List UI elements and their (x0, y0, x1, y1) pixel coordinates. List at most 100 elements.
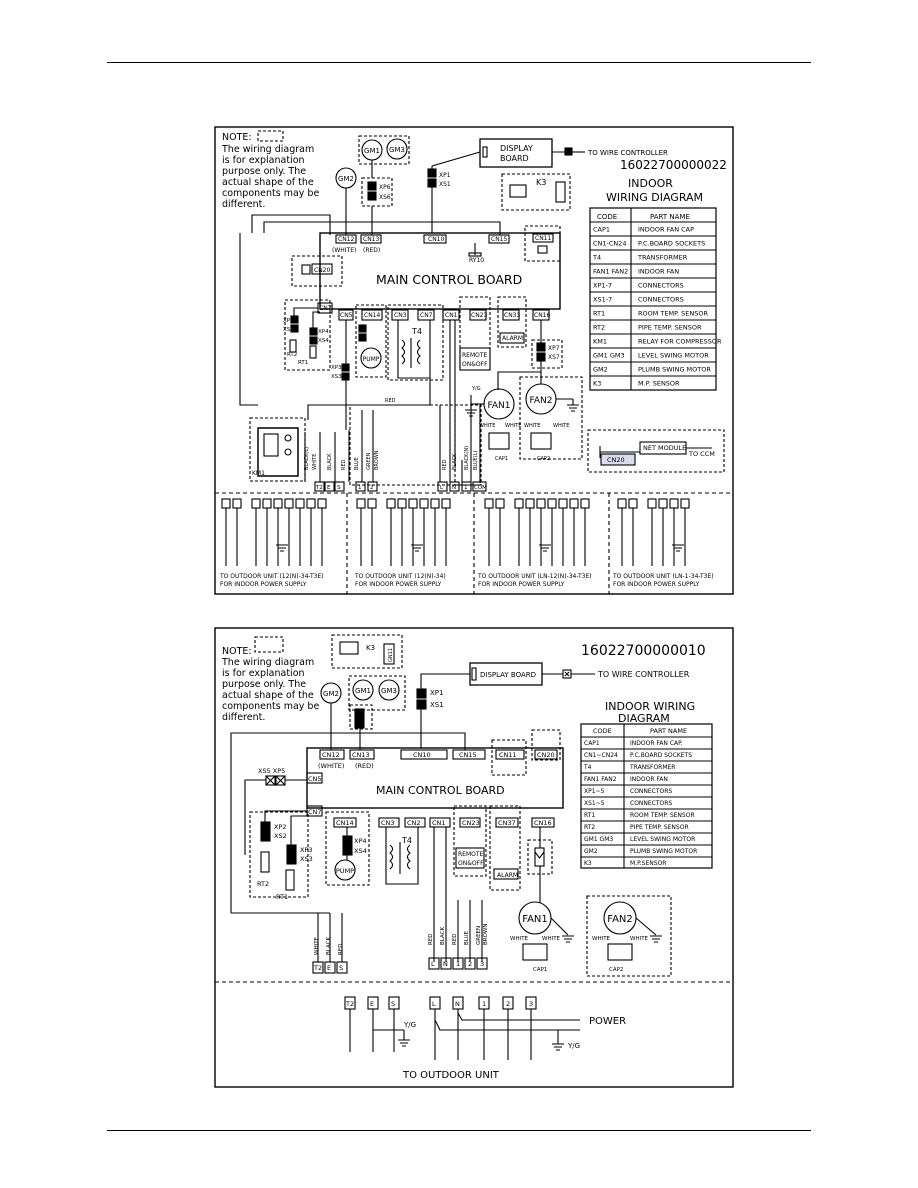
outdoor-terminal (221, 498, 231, 509)
d1-white: WHITE (553, 423, 569, 429)
outdoor-terminal (536, 498, 546, 509)
d1-cn13: CN13 (363, 236, 379, 243)
d1-cap1: CAP1 (495, 456, 508, 462)
d1-terminal: 1 (464, 485, 468, 491)
table-cell-code: XP1-7 (593, 282, 612, 290)
outdoor-terminal (558, 498, 568, 509)
d1-km1-relay (257, 427, 299, 477)
d2-note-line: different. (222, 712, 265, 723)
table-cell-code: RT2 (593, 324, 605, 332)
d2-power: POWER (589, 1016, 626, 1027)
table-cell-code: XP1~5 (584, 788, 605, 795)
d1-display-board (479, 138, 553, 168)
d1-white: WHITE (505, 423, 521, 429)
d1-net-cn20: CN20 (607, 456, 625, 464)
d1-terminal: E (327, 485, 331, 491)
diagram-2-frame (214, 627, 734, 1088)
d2-cn10: CN10 (413, 751, 431, 759)
d2-xp2: XP2 (274, 823, 287, 831)
d2-alarm: ALARM (497, 872, 518, 879)
table-cell-name: RELAY FOR COMPRESSOR (638, 338, 722, 346)
d1-cn5: CN5 (340, 312, 353, 319)
d1-note-line: is for explanation (222, 155, 305, 166)
d2-cap1: CAP1 (533, 967, 547, 973)
d2-terminal: S (339, 964, 343, 972)
d1-cn7-side: CN7 (319, 305, 332, 312)
d2-table-header: CODE (593, 727, 612, 735)
d1-main-board-label: MAIN CONTROL BOARD (376, 272, 522, 287)
d1-rt1: RT1 (298, 360, 308, 366)
d2-table-header: PART NAME (650, 727, 687, 735)
d1-t4: T4 (411, 327, 422, 336)
table-cell-code: XS1~5 (584, 800, 605, 807)
d2-gm3-motor (378, 679, 400, 701)
d2-wire-label: RED (338, 943, 344, 955)
d1-cn33: CN33 (504, 312, 520, 319)
d2-note-line: is for explanation (222, 668, 305, 679)
table-cell-code: XS1-7 (593, 296, 612, 304)
table-cell-code: GM2 (584, 848, 598, 855)
d2-yg: Y/G (403, 1021, 416, 1029)
d1-cn1: CN1 (445, 312, 458, 319)
outdoor-terminal (647, 498, 657, 509)
d1-terminal: T2 (315, 485, 323, 491)
outdoor-terminal (356, 498, 366, 509)
d2-pump: PUMP (336, 867, 354, 875)
d1-part-table: CODE PART NAME (589, 207, 717, 391)
d2-wire-label: GREEN (476, 926, 482, 945)
d1-fan2-label: FAN2 (530, 396, 553, 406)
outdoor-terminal (419, 498, 429, 509)
table-cell-code: RT1 (584, 812, 595, 819)
d1-xp4: XP4 (318, 329, 329, 335)
ground-icon (539, 544, 551, 552)
d1-cn3: CN3 (394, 312, 407, 319)
d1-white: WHITE (524, 423, 540, 429)
d1-outdoor-caption: FOR INDOOR POWER SUPPLY (613, 581, 700, 588)
d1-wire-label: BLACK(L) (304, 447, 310, 470)
d2-white: WHITE (630, 936, 649, 942)
d1-outdoor-caption: FOR INDOOR POWER SUPPLY (220, 581, 307, 588)
table-cell-code: CAP1 (584, 740, 600, 747)
d2-cap2: CAP2 (609, 967, 623, 973)
d2-gm1-label: GM1 (355, 687, 371, 695)
d2-bottom-terminal: 1 (482, 1000, 486, 1008)
outdoor-terminal (397, 498, 407, 509)
outdoor-terminal (547, 498, 557, 509)
outdoor-terminal (525, 498, 535, 509)
diagram-1: NOTE: The wiring diagram is for explanat… (214, 126, 734, 595)
table-cell-code: GM1 GM3 (593, 352, 625, 360)
d1-wire-label: RED (341, 459, 347, 470)
d2-cn7: CN7 (308, 808, 322, 816)
table-cell-name: LEVEL SWING MOTOR (630, 836, 695, 843)
d2-cn15: CN15 (459, 751, 477, 759)
table-cell-code: FAN1 FAN2 (584, 776, 617, 783)
table-cell-code: K3 (584, 860, 592, 867)
d2-cn12: CN12 (322, 751, 340, 759)
d2-xs3: XS3 (300, 855, 313, 863)
d2-cn37: CN37 (498, 819, 516, 827)
d2-gm3-label: GM3 (381, 687, 397, 695)
d2-note-title: NOTE: (222, 646, 252, 657)
d1-gm3-label: GM3 (389, 146, 405, 154)
d2-k3: K3 (366, 644, 375, 652)
d2-cn1: CN1 (432, 819, 446, 827)
d1-cn13-color: (RED) (363, 247, 380, 254)
d2-cn3: CN3 (381, 819, 395, 827)
outdoor-terminal (284, 498, 294, 509)
d1-fan1-label: FAN1 (488, 401, 511, 411)
d1-xp7: XP7 (548, 345, 560, 352)
d2-wire-label: RED (452, 933, 458, 945)
d1-cn23: CN23 (471, 312, 487, 319)
outdoor-terminal (680, 498, 690, 509)
d2-terminal: E (327, 964, 331, 972)
d1-display-board-label: BOARD (500, 154, 529, 163)
d1-note-line: purpose only. The (222, 166, 306, 177)
outdoor-terminal (295, 498, 305, 509)
d1-terminal: S (337, 485, 341, 491)
d2-bottom-terminal: S (391, 1000, 395, 1008)
d2-cn12-color: (WHITE) (318, 762, 344, 770)
table-cell-name: CONNECTORS (630, 788, 672, 795)
d2-gm2-label: GM2 (323, 690, 339, 698)
